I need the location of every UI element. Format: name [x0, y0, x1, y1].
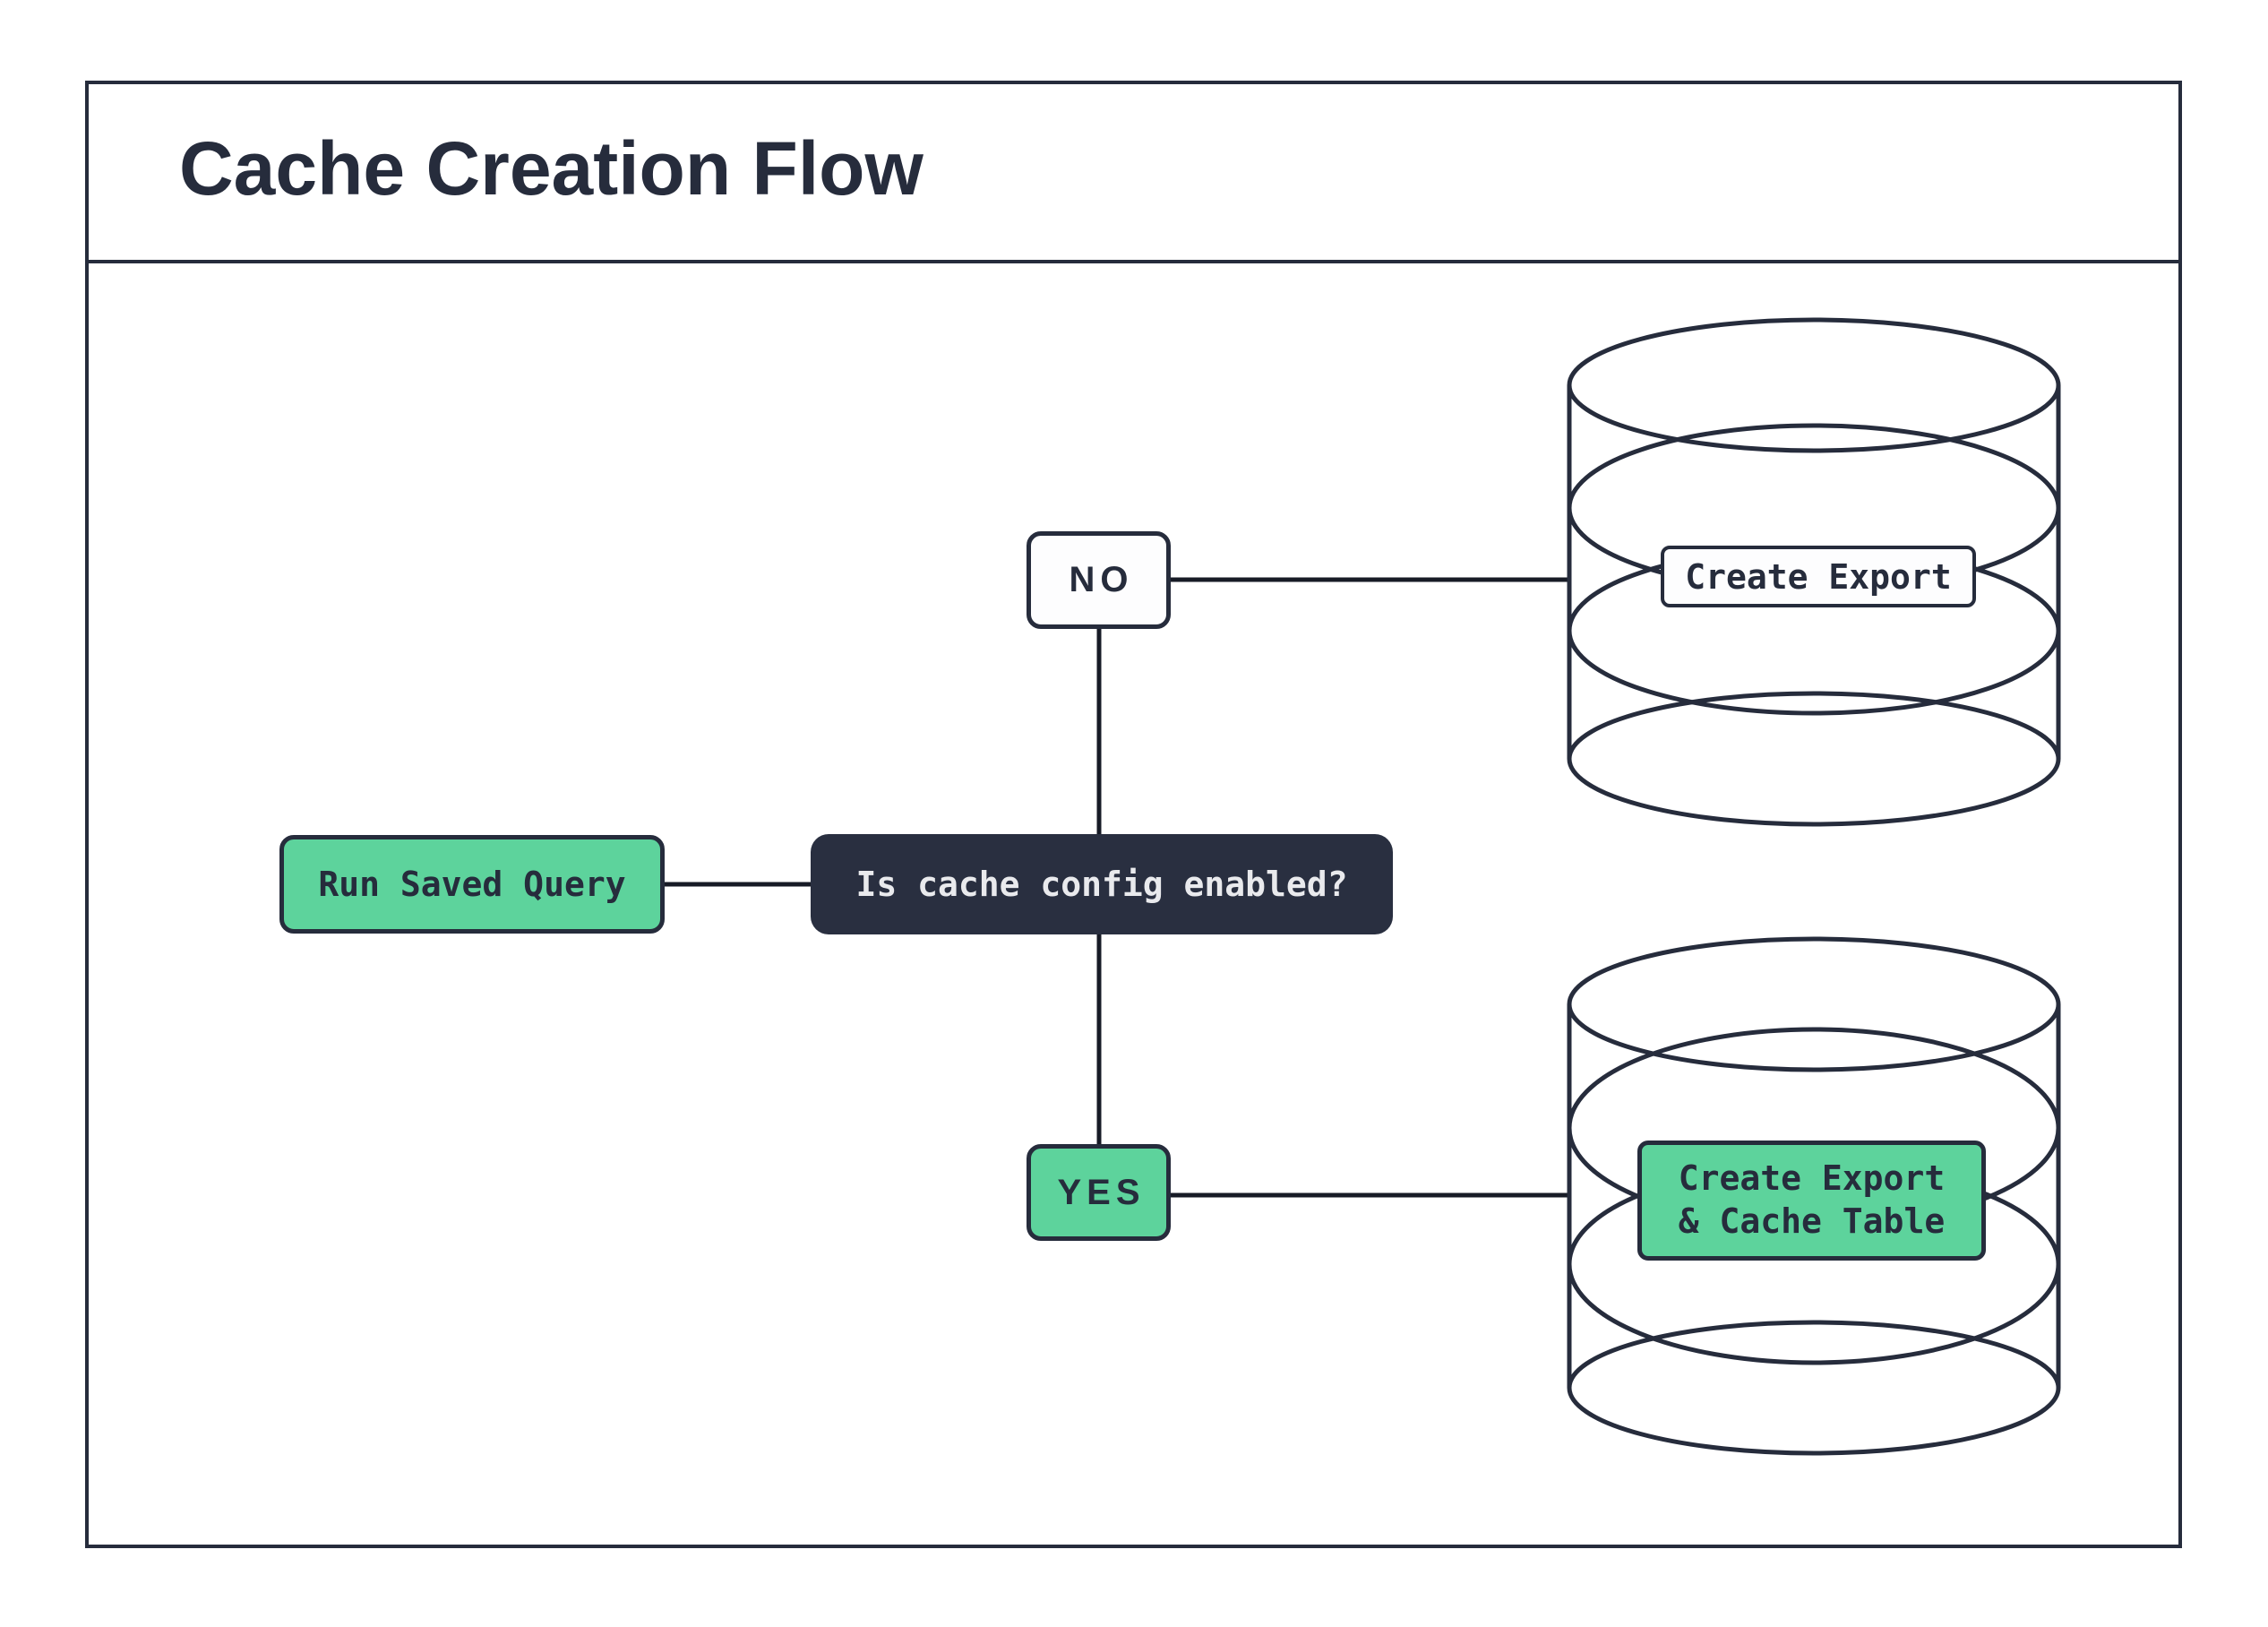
db-label-create-export-cache-table: Create Export & Cache Table: [1637, 1141, 1986, 1261]
database-cylinder-icon-bottom: [1567, 936, 2061, 1456]
decision-label: Is cache config enabled?: [855, 865, 1348, 904]
db-label-create-export: Create Export: [1661, 546, 1976, 607]
branch-no-label: NO: [1069, 560, 1134, 599]
flow-node-run-saved-query: Run Saved Query: [279, 835, 665, 934]
create-export-cache-label-line1: Create Export: [1678, 1158, 1946, 1199]
create-export-label: Create Export: [1685, 556, 1952, 597]
connectors: [665, 577, 1569, 1198]
page-title: Cache Creation Flow: [179, 126, 924, 211]
branch-yes-label: YES: [1057, 1172, 1146, 1212]
branch-node-no: NO: [1027, 531, 1171, 629]
run-saved-query-label: Run Saved Query: [318, 865, 626, 904]
diagram-frame: [85, 81, 2182, 1548]
branch-node-yes: YES: [1027, 1144, 1171, 1241]
database-cylinder-icon-top: [1567, 317, 2061, 827]
flow-node-decision: Is cache config enabled?: [811, 834, 1393, 934]
create-export-cache-label-line2: & Cache Table: [1678, 1201, 1946, 1241]
